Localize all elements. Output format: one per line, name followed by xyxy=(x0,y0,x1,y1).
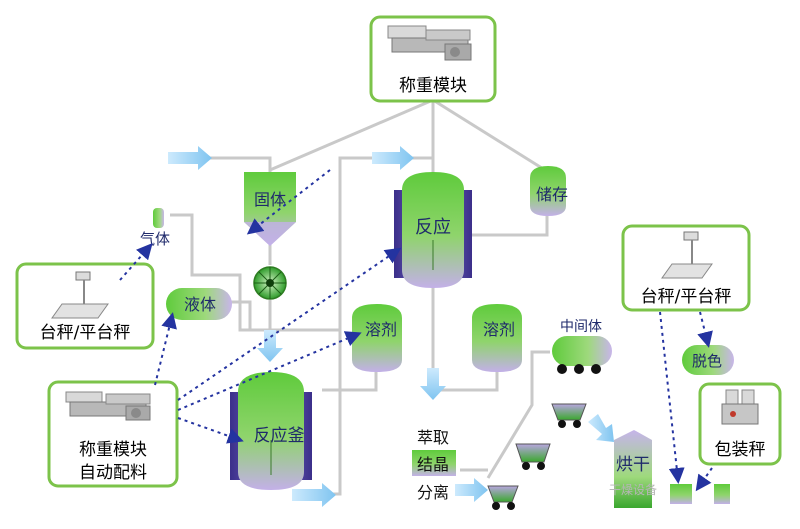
intermediate-tank: 中间体 xyxy=(552,319,612,374)
reaction-kettle: 反应釜 xyxy=(230,372,312,490)
cart-3 xyxy=(551,403,587,428)
cart-1 xyxy=(487,485,519,510)
right-platform-scale-label: 台秤/平台秤 xyxy=(641,287,732,307)
flow-arrow-separate-out xyxy=(455,478,488,502)
gas-cylinder: 气体 xyxy=(140,208,170,248)
cart-2 xyxy=(515,443,551,470)
control-line-to-decolor xyxy=(697,311,713,348)
extraction-crystallization-separation: 萃取 结晶 分离 xyxy=(412,428,456,502)
liquid-tank: 液体 xyxy=(166,288,232,320)
flow-arrow-kettle-out xyxy=(292,483,336,507)
flow-arrow-solid-feed xyxy=(168,146,212,170)
intermediate-label: 中间体 xyxy=(560,319,602,335)
pump-wheel-icon xyxy=(253,266,287,300)
liquid-label: 液体 xyxy=(184,295,216,314)
solvent-1-label: 溶剂 xyxy=(365,320,397,339)
main-reactor: 反应 xyxy=(394,172,472,288)
load-cell-icon xyxy=(387,25,472,61)
solvent-tank-1: 溶剂 xyxy=(352,304,402,372)
reaction-kettle-label: 反应釜 xyxy=(254,426,305,446)
flow-arrow-to-dryer xyxy=(588,414,614,442)
bucket-1 xyxy=(670,484,692,504)
bucket-2 xyxy=(714,484,730,504)
control-line-to-reactor xyxy=(177,247,402,401)
storage-label: 储存 xyxy=(536,185,568,204)
control-line-to-solvent xyxy=(177,331,362,411)
platform-scale-icon xyxy=(661,231,713,279)
flow-arrow-to-kettle xyxy=(257,330,283,362)
decolor-tank: 脱色 xyxy=(682,345,734,375)
control-lines xyxy=(119,169,713,492)
packing-scale-label: 包装秤 xyxy=(715,440,766,460)
control-line-to-solid xyxy=(246,169,331,235)
flow-arrows xyxy=(168,146,614,507)
solid-hopper: 固体 xyxy=(244,172,296,246)
platform-scale-icon xyxy=(51,271,109,319)
solid-label: 固体 xyxy=(254,190,286,209)
top-weighing-module-box: 称重模块 xyxy=(369,15,497,103)
transfer-carts xyxy=(487,403,587,510)
storage-tank: 储存 xyxy=(530,166,568,216)
control-line-to-liquid xyxy=(154,312,177,386)
bottom-weighing-module-box: 称重模块 自动配料 xyxy=(47,380,179,488)
packing-scale-box: 包装秤 xyxy=(698,382,782,466)
reactor-label: 反应 xyxy=(415,217,451,238)
output-buckets xyxy=(670,484,730,504)
flow-arrow-to-extraction xyxy=(420,368,446,400)
load-cell-icon xyxy=(65,391,151,421)
solvent-tank-2: 溶剂 xyxy=(472,304,522,372)
auto-batching-label: 自动配料 xyxy=(79,463,147,483)
control-line-to-gas xyxy=(119,243,153,281)
left-platform-scale-box: 台秤/平台秤 xyxy=(15,262,155,350)
dryer: 烘干 干燥设备 xyxy=(609,430,657,508)
dryer-label: 烘干 xyxy=(616,455,650,475)
right-platform-scale-box: 台秤/平台秤 xyxy=(621,224,751,312)
flow-arrow-reactor-feed xyxy=(372,146,414,170)
control-line-packing xyxy=(695,467,713,492)
extract-label: 萃取 xyxy=(417,428,449,447)
separate-label: 分离 xyxy=(417,483,449,502)
decolor-label: 脱色 xyxy=(692,352,722,370)
bottom-weighing-module-label: 称重模块 xyxy=(79,440,147,460)
control-line-to-bucket xyxy=(659,311,685,484)
left-platform-scale-label: 台秤/平台秤 xyxy=(40,323,131,343)
packing-machine-icon xyxy=(721,389,759,425)
solvent-2-label: 溶剂 xyxy=(483,320,515,339)
crystallize-label: 结晶 xyxy=(417,455,449,474)
dryer-caption: 干燥设备 xyxy=(609,483,657,497)
gas-label: 气体 xyxy=(140,230,170,248)
pipes xyxy=(170,98,550,496)
top-weighing-module-label: 称重模块 xyxy=(399,76,467,96)
